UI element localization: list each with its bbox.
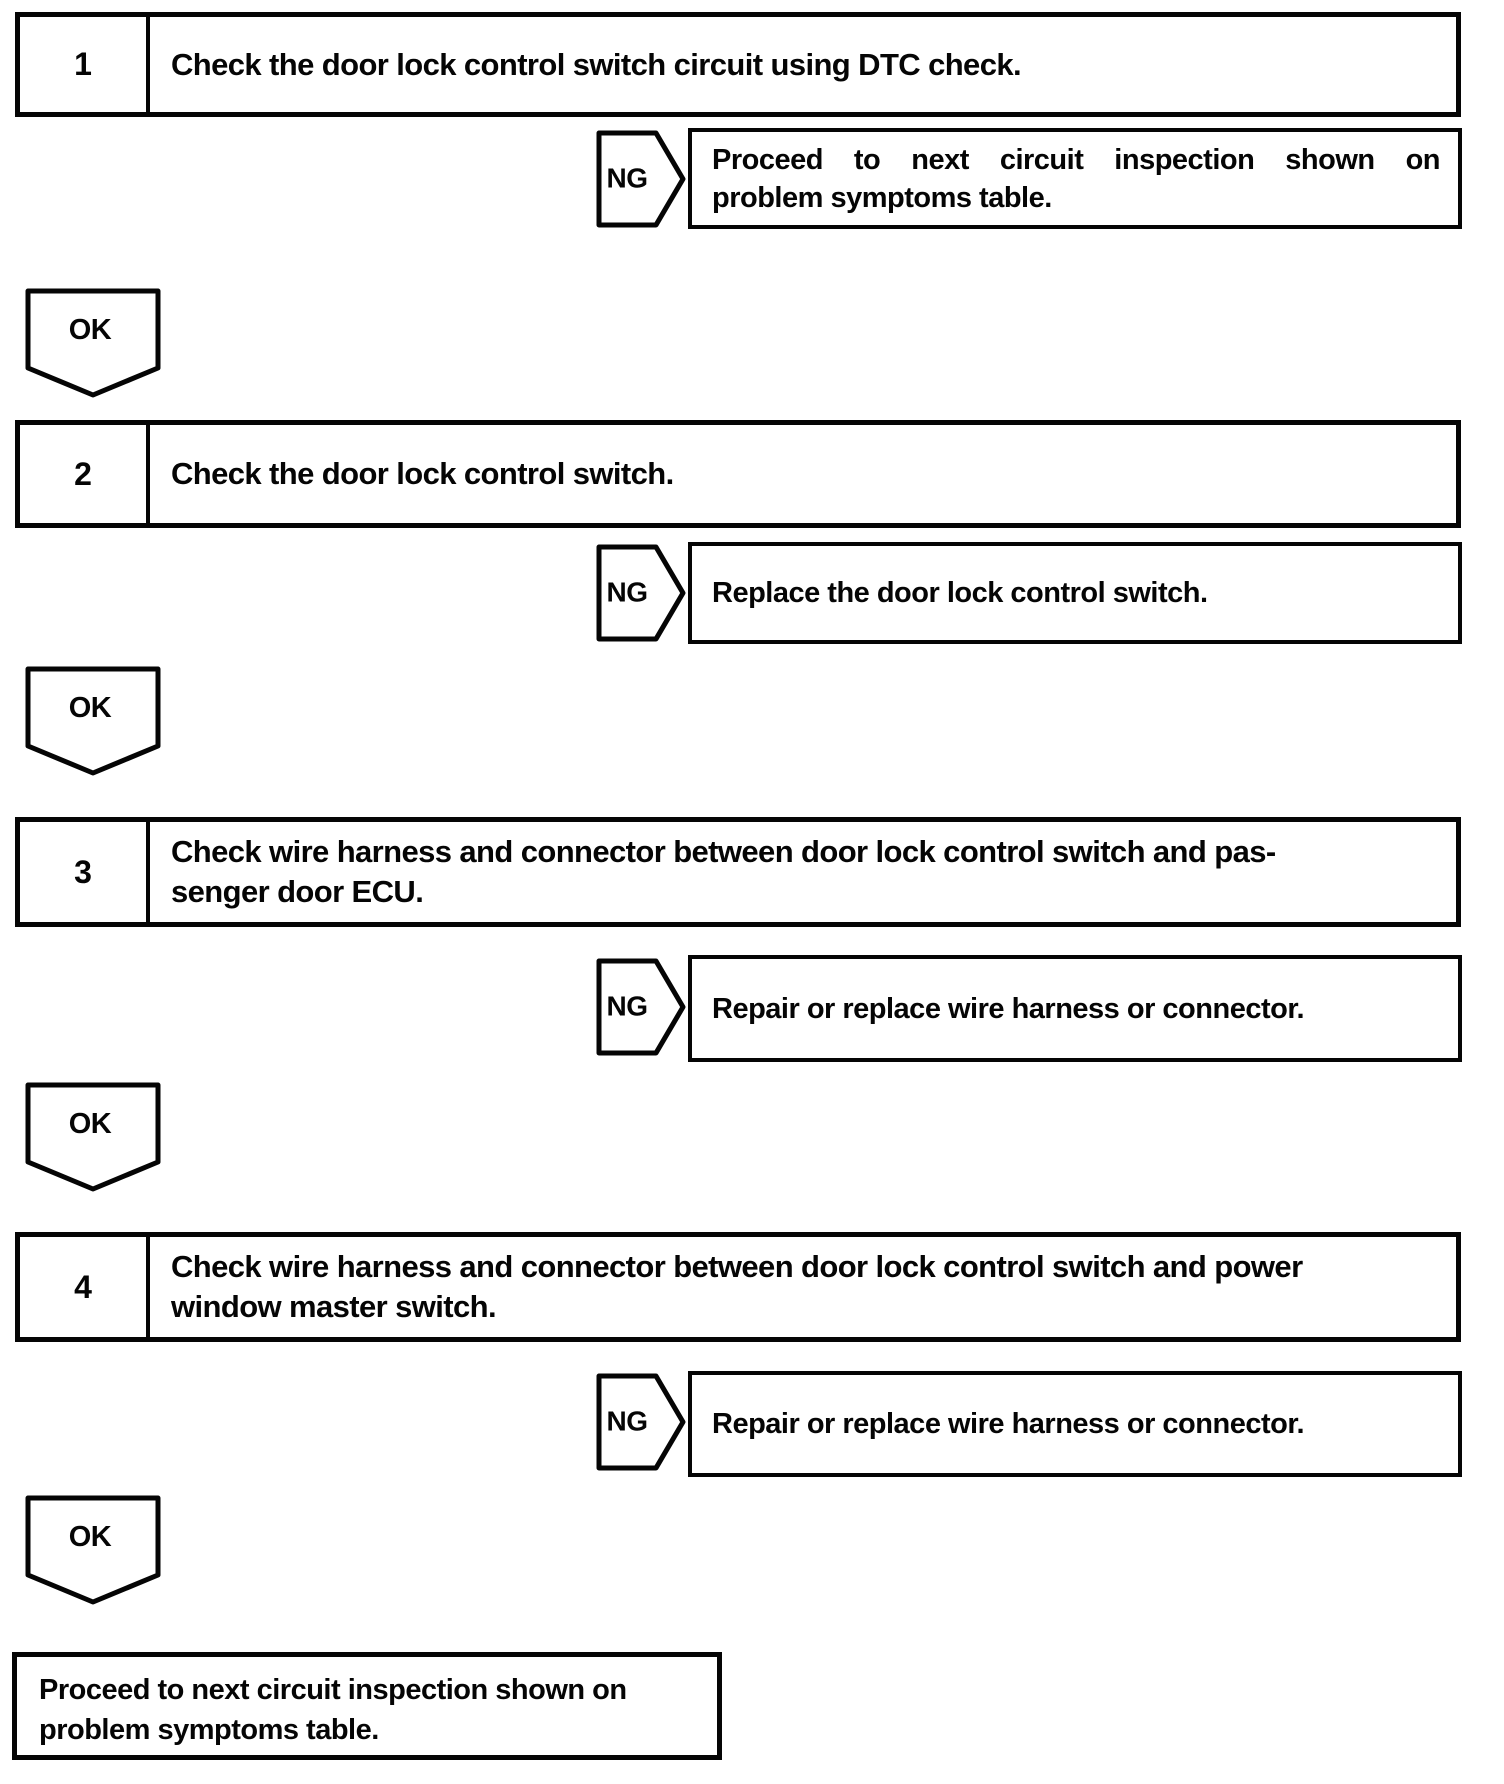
ok-label: OK [68,692,112,724]
step-1-ng-result-box: Proceed to next circuit inspection shown… [688,128,1462,229]
step-4-box: 4 Check wire harness and connector betwe… [15,1232,1461,1342]
step-1-ok-connector: OK [24,287,162,399]
step-3-ng-result-box: Repair or replace wire harness or connec… [688,955,1462,1062]
end-result-line: Proceed to next circuit inspection shown… [39,1674,627,1706]
ng-result-line: Repair or replace wire harness or connec… [712,1408,1305,1440]
ok-label: OK [68,314,112,346]
ng-result-line: Repair or replace wire harness or connec… [712,992,1305,1025]
step-2-ng-result-box: Replace the door lock control switch. [688,542,1462,644]
step-4-title-line: window master switch. [171,1289,497,1324]
step-3-box: 3 Check wire harness and connector betwe… [15,817,1461,927]
step-2-number: 2 [20,425,150,523]
step-4-ng-connector: NG [596,1371,686,1473]
step-3-ok-connector: OK [24,1081,162,1193]
pentagon-down-arrow-icon [25,1082,161,1192]
step-2-title-line: Check the door lock control switch. [171,456,674,491]
step-2-box: 2 Check the door lock control switch. [15,420,1461,528]
ok-label: OK [68,1521,112,1553]
ng-label: NG [606,162,649,194]
ng-result-line: Replace the door lock control switch. [712,577,1208,609]
ng-label: NG [606,1405,649,1437]
pentagon-right-arrow-icon [596,1373,686,1471]
ng-result-line: Proceed to next circuit inspection shown… [712,143,1441,176]
step-1-title: Check the door lock control switch circu… [150,17,1456,112]
step-1-ng-connector: NG [596,128,686,230]
step-4-ng-result-box: Repair or replace wire harness or connec… [688,1371,1462,1477]
step-4-number: 4 [20,1237,150,1337]
step-4-ok-connector: OK [24,1494,162,1606]
ng-label: NG [606,990,649,1022]
step-1-box: 1 Check the door lock control switch cir… [15,12,1461,117]
pentagon-down-arrow-icon [25,1495,161,1605]
step-2-ok-connector: OK [24,665,162,777]
step-1-title-line: Check the door lock control switch circu… [171,46,1022,82]
step-2-title: Check the door lock control switch. [150,425,1456,523]
step-1-number: 1 [20,17,150,112]
ng-label: NG [606,576,649,608]
step-3-title-line: Check wire harness and connector between… [171,834,1276,869]
end-result-line: problem symptoms table. [39,1714,379,1746]
pentagon-down-arrow-icon [25,666,161,776]
end-result-box: Proceed to next circuit inspection shown… [12,1652,722,1760]
step-2-ng-connector: NG [596,542,686,644]
step-3-title-line: senger door ECU. [171,874,424,909]
pentagon-right-arrow-icon [596,130,686,228]
step-3-number: 3 [20,822,150,922]
ng-result-line: problem symptoms table. [712,181,1052,214]
step-4-title-line: Check wire harness and connector between… [171,1249,1303,1284]
step-4-title: Check wire harness and connector between… [150,1237,1456,1337]
pentagon-right-arrow-icon [596,544,686,642]
pentagon-right-arrow-icon [596,958,686,1056]
step-3-title: Check wire harness and connector between… [150,822,1456,922]
pentagon-down-arrow-icon [25,288,161,398]
ok-label: OK [68,1108,112,1140]
step-3-ng-connector: NG [596,956,686,1058]
